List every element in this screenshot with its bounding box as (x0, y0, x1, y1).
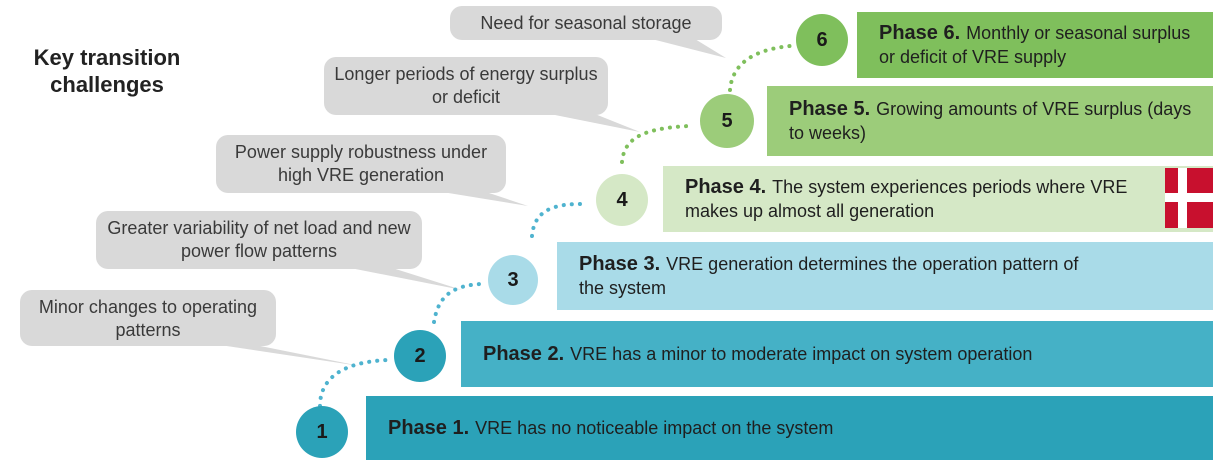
bubble-tail-4 (540, 112, 640, 132)
phase-bar-6: Phase 6.Monthly or seasonal surplus or d… (857, 12, 1213, 78)
challenge-bubble-1: Minor changes to operating patterns (20, 290, 276, 346)
phase-bar-1: Phase 1.VRE has no noticeable impact on … (366, 396, 1213, 460)
phase-1-circle: 1 (296, 406, 348, 458)
phase-4-text: The system experiences periods where VRE… (685, 177, 1128, 221)
phase-5-text: Growing amounts of VRE surplus (days to … (789, 99, 1192, 143)
phase-bar-5: Phase 5.Growing amounts of VRE surplus (… (767, 86, 1213, 156)
phase-1-text: VRE has no noticeable impact on the syst… (475, 418, 834, 438)
phase-4-heading: Phase 4. (685, 176, 767, 198)
phase-2-circle: 2 (394, 330, 446, 382)
challenge-bubble-2: Greater variability of net load and new … (96, 211, 422, 269)
challenge-bubble-3: Power supply robustness under high VRE g… (216, 135, 506, 193)
phase-bar-2: Phase 2.VRE has a minor to moderate impa… (461, 321, 1213, 387)
denmark-flag-icon (1165, 168, 1213, 228)
dotted-path-2-3 (432, 282, 482, 324)
phase-bar-4: Phase 4.The system experiences periods w… (663, 166, 1213, 232)
challenge-bubble-4: Longer periods of energy surplus or defi… (324, 57, 608, 115)
phase-bar-3: Phase 3.VRE generation determines the op… (557, 242, 1213, 310)
dotted-path-5-6 (728, 44, 792, 92)
phase-5-circle: 5 (700, 94, 754, 148)
phase-3-circle: 3 (488, 255, 538, 305)
phase-2-heading: Phase 2. (483, 343, 565, 365)
phase-3-heading: Phase 3. (579, 253, 661, 275)
flag-cross-horizontal (1165, 193, 1213, 202)
phase-6-heading: Phase 6. (879, 22, 961, 44)
phase-1-heading: Phase 1. (388, 417, 470, 439)
phase-2-text: VRE has a minor to moderate impact on sy… (570, 344, 1033, 364)
phase-5-heading: Phase 5. (789, 98, 871, 120)
challenge-bubble-5: Need for seasonal storage (450, 6, 722, 40)
phase-4-circle: 4 (596, 174, 648, 226)
dotted-path-3-4 (530, 202, 582, 238)
phase-6-text: Monthly or seasonal surplus or deficit o… (879, 23, 1191, 67)
phase-6-circle: 6 (796, 14, 848, 66)
phase-3-text: VRE generation determines the operation … (579, 254, 1079, 298)
diagram-title: Key transition challenges (33, 45, 181, 97)
dotted-path-4-5 (620, 124, 692, 164)
